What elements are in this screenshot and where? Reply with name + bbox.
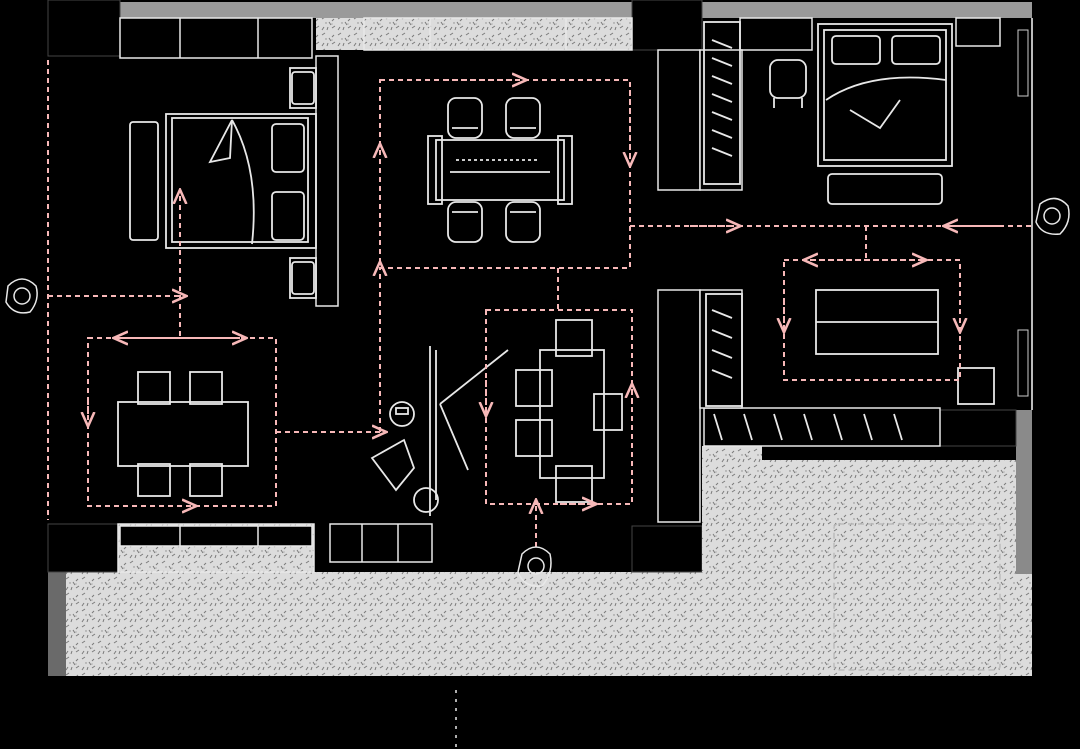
wardrobe: [705, 293, 743, 407]
chair: [505, 97, 541, 139]
bedroom-left: [129, 67, 317, 299]
study: [117, 371, 249, 497]
interior-walls: [315, 49, 743, 523]
balcony: [48, 410, 1032, 676]
person-figure-icon: [5, 278, 38, 314]
nightstand: [289, 67, 317, 109]
side-table: [957, 367, 995, 405]
desk: [117, 401, 249, 467]
bench: [827, 173, 943, 205]
bench: [129, 121, 159, 241]
master-bedroom: [703, 21, 953, 205]
wardrobe: [703, 21, 741, 185]
armchair: [593, 393, 623, 431]
lounge-right: [705, 289, 995, 441]
exterior-walls: [47, 0, 1033, 573]
person-figure-icon: [517, 546, 552, 587]
double-bed: [817, 23, 953, 167]
lounge-chair: [515, 369, 553, 407]
swing-chair-icon: [370, 438, 439, 513]
sofa: [539, 349, 605, 479]
circulation-paths: [47, 60, 1032, 548]
person-figure-icon: [1035, 197, 1070, 235]
nightstand: [289, 257, 317, 299]
chair: [447, 97, 483, 139]
chair: [137, 463, 171, 497]
top-cabinets: [119, 17, 1001, 59]
bottom-cabinets: [117, 407, 941, 573]
chair: [189, 463, 223, 497]
chair: [137, 371, 171, 405]
armchair: [769, 59, 807, 108]
lamp-icon: [389, 401, 415, 427]
chair: [189, 371, 223, 405]
double-bed: [165, 113, 317, 249]
dining: [427, 97, 573, 243]
chair: [447, 201, 483, 243]
lounge-chair: [515, 419, 553, 457]
dining-table: [435, 139, 565, 201]
living: [370, 319, 623, 516]
chair: [505, 201, 541, 243]
